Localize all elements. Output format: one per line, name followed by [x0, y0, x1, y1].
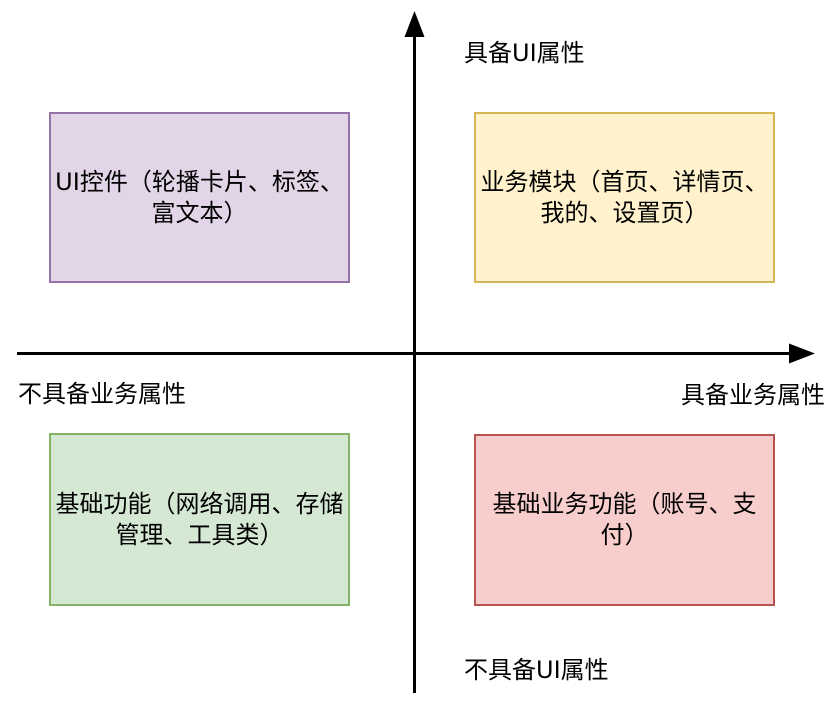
- quadrant-box-basic-functions: 基础功能（网络调用、存储 管理、工具类）: [49, 433, 350, 606]
- quadrant-box-business-modules: 业务模块（首页、详情页、 我的、设置页）: [474, 112, 775, 283]
- axis-label-top: 具备UI属性: [464, 39, 585, 67]
- axis-label-left: 不具备业务属性: [18, 380, 186, 408]
- up-arrow-icon: [404, 11, 425, 37]
- quadrant-box-basic-business-functions: 基础业务功能（账号、支 付）: [474, 434, 775, 606]
- right-arrow-icon: [789, 343, 815, 364]
- axis-label-bottom: 不具备UI属性: [464, 656, 609, 684]
- axis-label-right: 具备业务属性: [681, 381, 825, 409]
- quadrant-box-ui-controls: UI控件（轮播卡片、标签、 富文本）: [49, 112, 350, 283]
